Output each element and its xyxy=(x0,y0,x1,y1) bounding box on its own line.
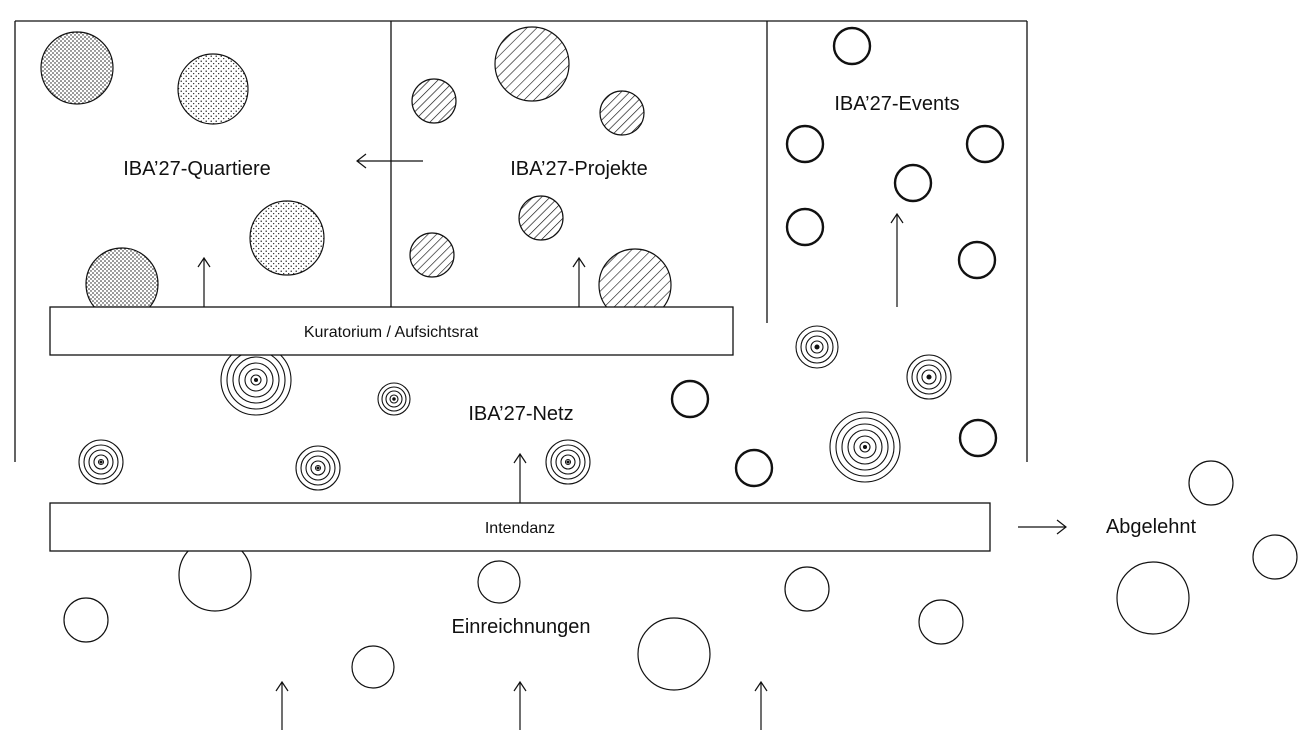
region-label-netz: IBA’27-Netz xyxy=(468,403,573,425)
submission-circle xyxy=(637,617,711,691)
netz-circle xyxy=(795,325,839,369)
netz-circles xyxy=(78,325,952,491)
rejected-circle xyxy=(1188,460,1234,506)
projekte-circle xyxy=(494,26,570,102)
region-label-quartiere: IBA’27-Quartiere xyxy=(123,158,270,180)
rejected-circle xyxy=(1252,534,1298,580)
arrow-up-icon xyxy=(572,256,586,307)
event-circle xyxy=(957,240,997,280)
submission-circle xyxy=(784,566,830,612)
netz-circle xyxy=(906,354,952,400)
arrow-up-icon xyxy=(513,452,527,503)
rejected-circle xyxy=(1116,561,1190,635)
event-circle xyxy=(893,163,933,203)
arrow-up-icon xyxy=(754,680,768,730)
arrow-up-icon xyxy=(513,680,527,730)
kuratorium-box-label: Kuratorium / Aufsichtsrat xyxy=(304,324,479,341)
event-circle xyxy=(734,448,774,488)
projekte-circles xyxy=(409,26,672,322)
netz-circle xyxy=(78,439,124,485)
events-circles xyxy=(670,26,1005,488)
netz-circle xyxy=(295,445,341,491)
netz-circle xyxy=(545,439,591,485)
arrow-up-icon xyxy=(890,212,904,307)
event-circle xyxy=(832,26,872,66)
submission-circle xyxy=(63,597,109,643)
event-circle xyxy=(785,124,825,164)
quartiere-circle xyxy=(40,31,114,105)
event-circle xyxy=(670,379,710,419)
submission-circle xyxy=(351,645,395,689)
event-circle xyxy=(965,124,1005,164)
region-label-abgelehnt: Abgelehnt xyxy=(1106,516,1197,538)
projekte-circle xyxy=(599,90,645,136)
submission-circles xyxy=(63,460,1298,691)
projekte-circle xyxy=(411,78,457,124)
projekte-circle xyxy=(409,232,455,278)
frame xyxy=(14,20,1028,462)
region-label-einreichungen: Einreichnungen xyxy=(452,616,591,638)
region-label-projekte: IBA’27-Projekte xyxy=(510,158,647,180)
arrow-up-icon xyxy=(275,680,289,730)
arrows xyxy=(197,153,1067,730)
event-circle xyxy=(785,207,825,247)
netz-circle xyxy=(829,411,901,483)
arrow-left-icon xyxy=(356,153,423,169)
region-label-events: IBA’27-Events xyxy=(834,93,959,115)
arrow-up-icon xyxy=(197,256,211,307)
kuratorium-box xyxy=(49,306,734,356)
netz-circle xyxy=(377,382,411,416)
event-circle xyxy=(958,418,998,458)
quartiere-circle xyxy=(177,53,249,125)
quartiere-circle xyxy=(249,200,325,276)
intendanz-box-label: Intendanz xyxy=(485,520,555,537)
submission-circle xyxy=(918,599,964,645)
quartiere-circles xyxy=(40,31,325,321)
arrow-right-icon xyxy=(1018,519,1067,535)
submission-circle xyxy=(477,560,521,604)
projekte-circle xyxy=(518,195,564,241)
